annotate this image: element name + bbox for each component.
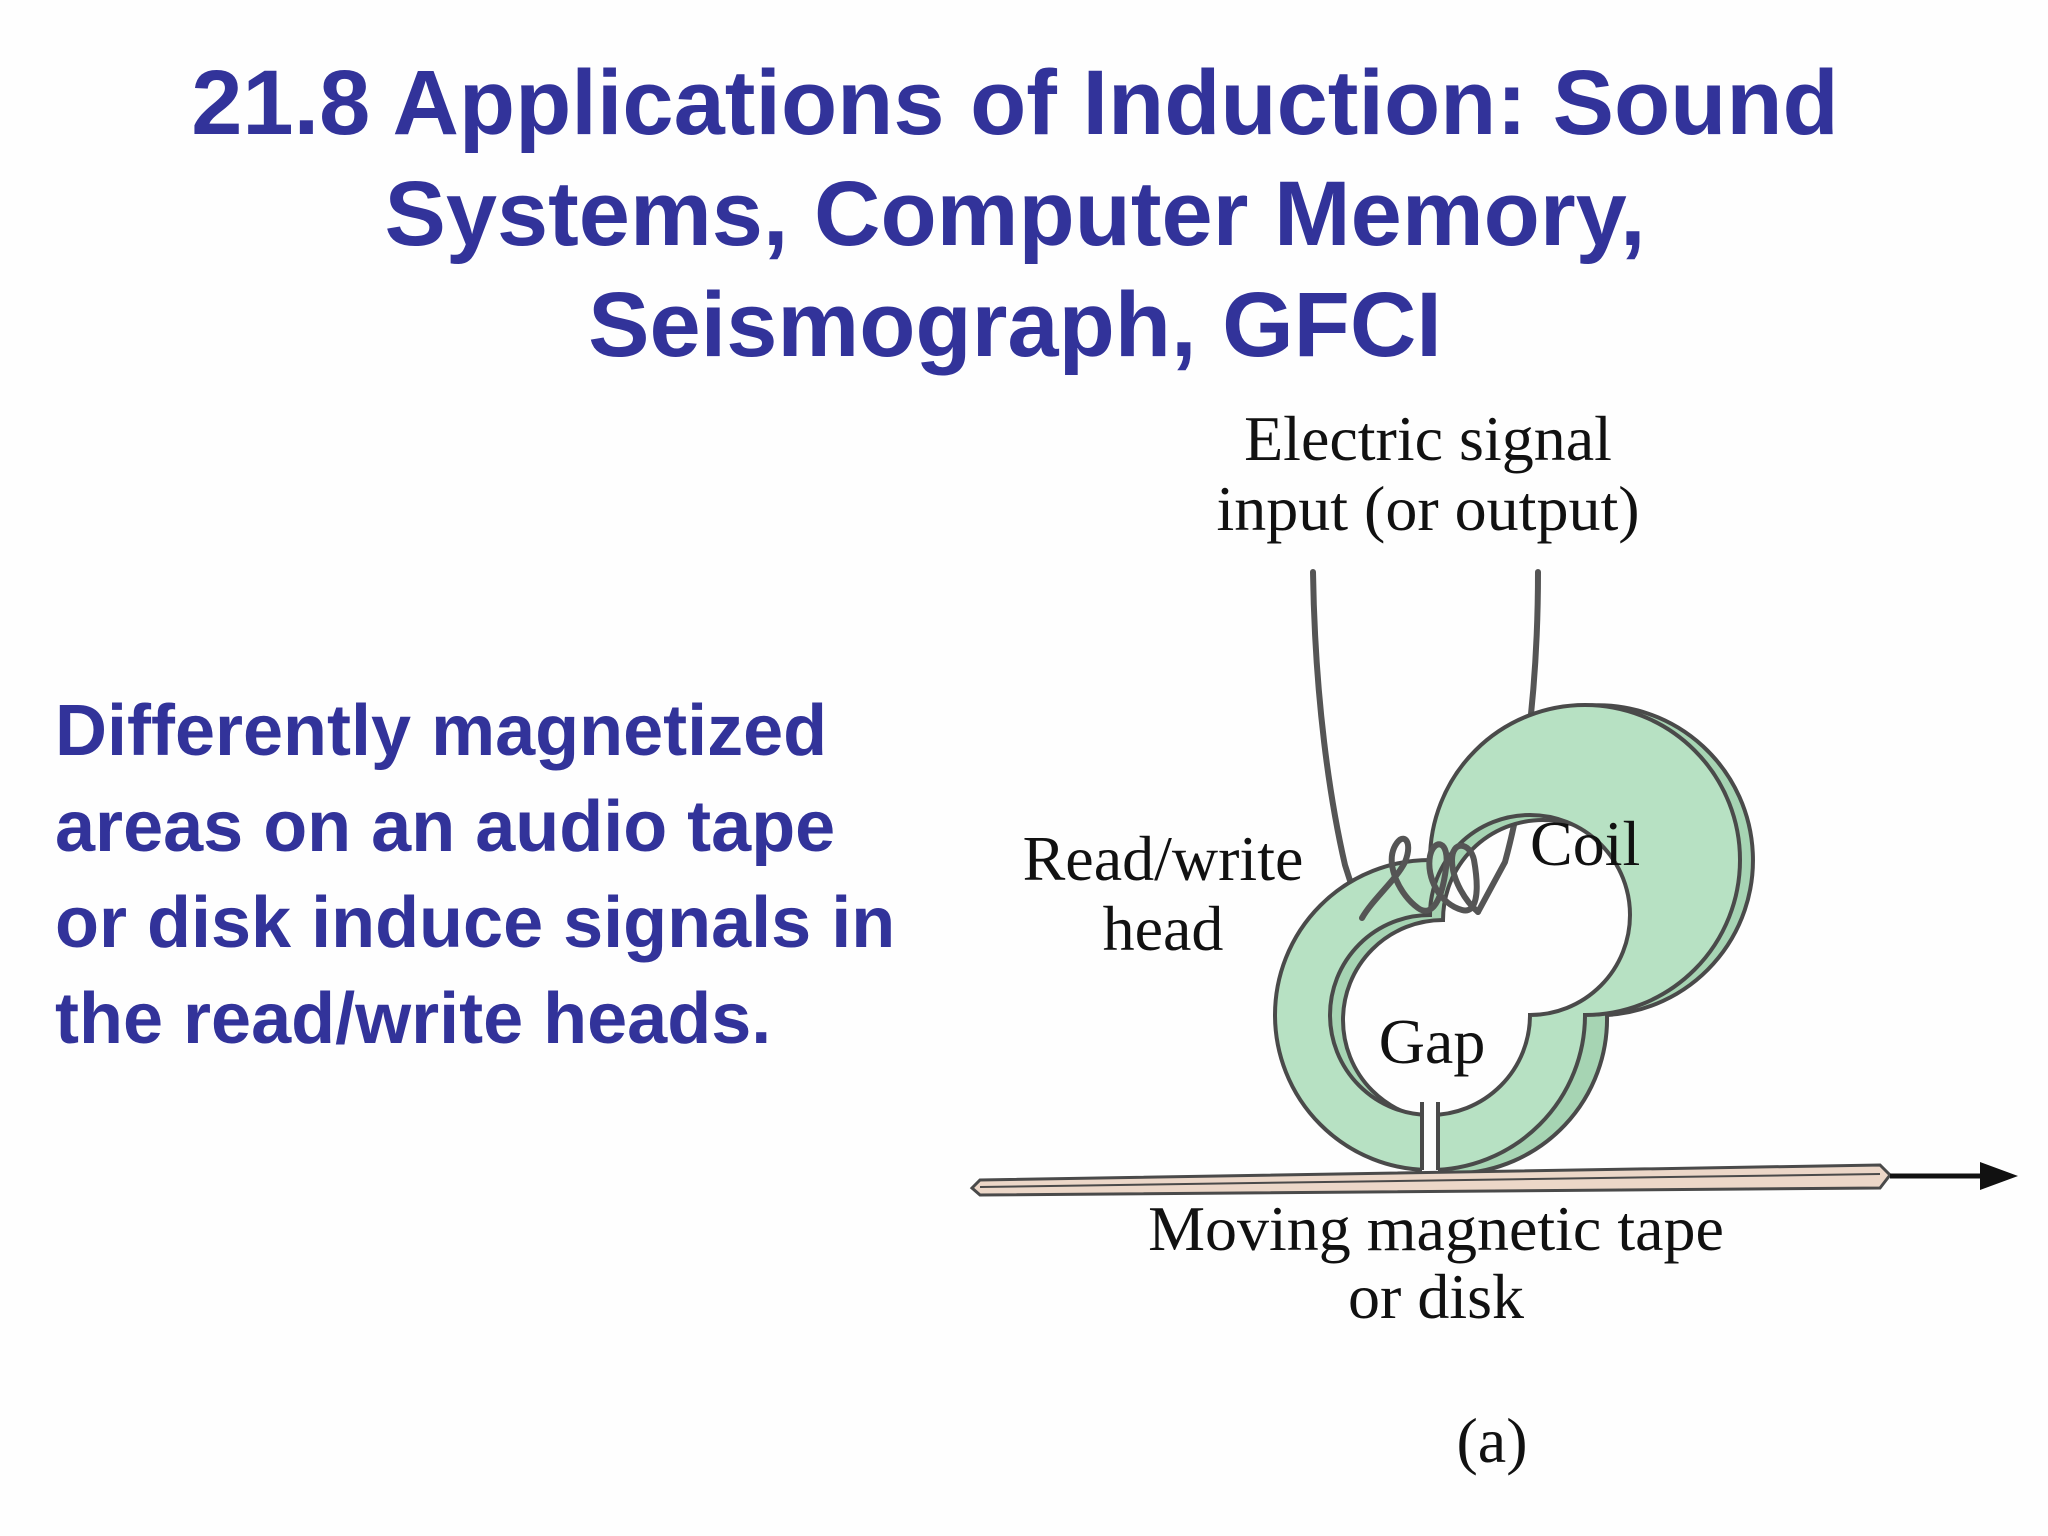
title-line-3: Seismograph, GFCI (588, 274, 1442, 376)
head-gap (1422, 1098, 1438, 1174)
signal-label-2: input (or output) (1216, 473, 1639, 544)
body-line-4: the read/write heads. (55, 979, 772, 1059)
slide-title: 21.8 Applications of Induction: Sound Sy… (0, 48, 2030, 381)
body-line-1: Differently magnetized (55, 691, 828, 771)
head-label-1: Read/write (1023, 823, 1304, 894)
tape-edge (979, 1173, 1881, 1188)
arrow-head-icon (1980, 1162, 2018, 1190)
body-line-3: or disk induce signals in (55, 883, 896, 963)
head-ring (1273, 703, 1742, 1172)
tape-label-1: Moving magnetic tape (1148, 1193, 1724, 1264)
title-line-2: Systems, Computer Memory, (384, 163, 1646, 265)
panel-label: (a) (1456, 1405, 1527, 1476)
body-text: Differently magnetized areas on an audio… (55, 683, 1015, 1067)
signal-label-1: Electric signal (1244, 403, 1612, 474)
title-line-1: 21.8 Applications of Induction: Sound (191, 52, 1839, 154)
tape-label-2: or disk (1348, 1261, 1524, 1332)
coil-winding (1359, 835, 1481, 921)
coil-label: Coil (1530, 808, 1640, 879)
head-label-2: head (1103, 893, 1224, 964)
gap-label: Gap (1379, 1006, 1486, 1077)
body-line-2: areas on an audio tape (55, 787, 836, 867)
wire-left (1310, 569, 1365, 921)
